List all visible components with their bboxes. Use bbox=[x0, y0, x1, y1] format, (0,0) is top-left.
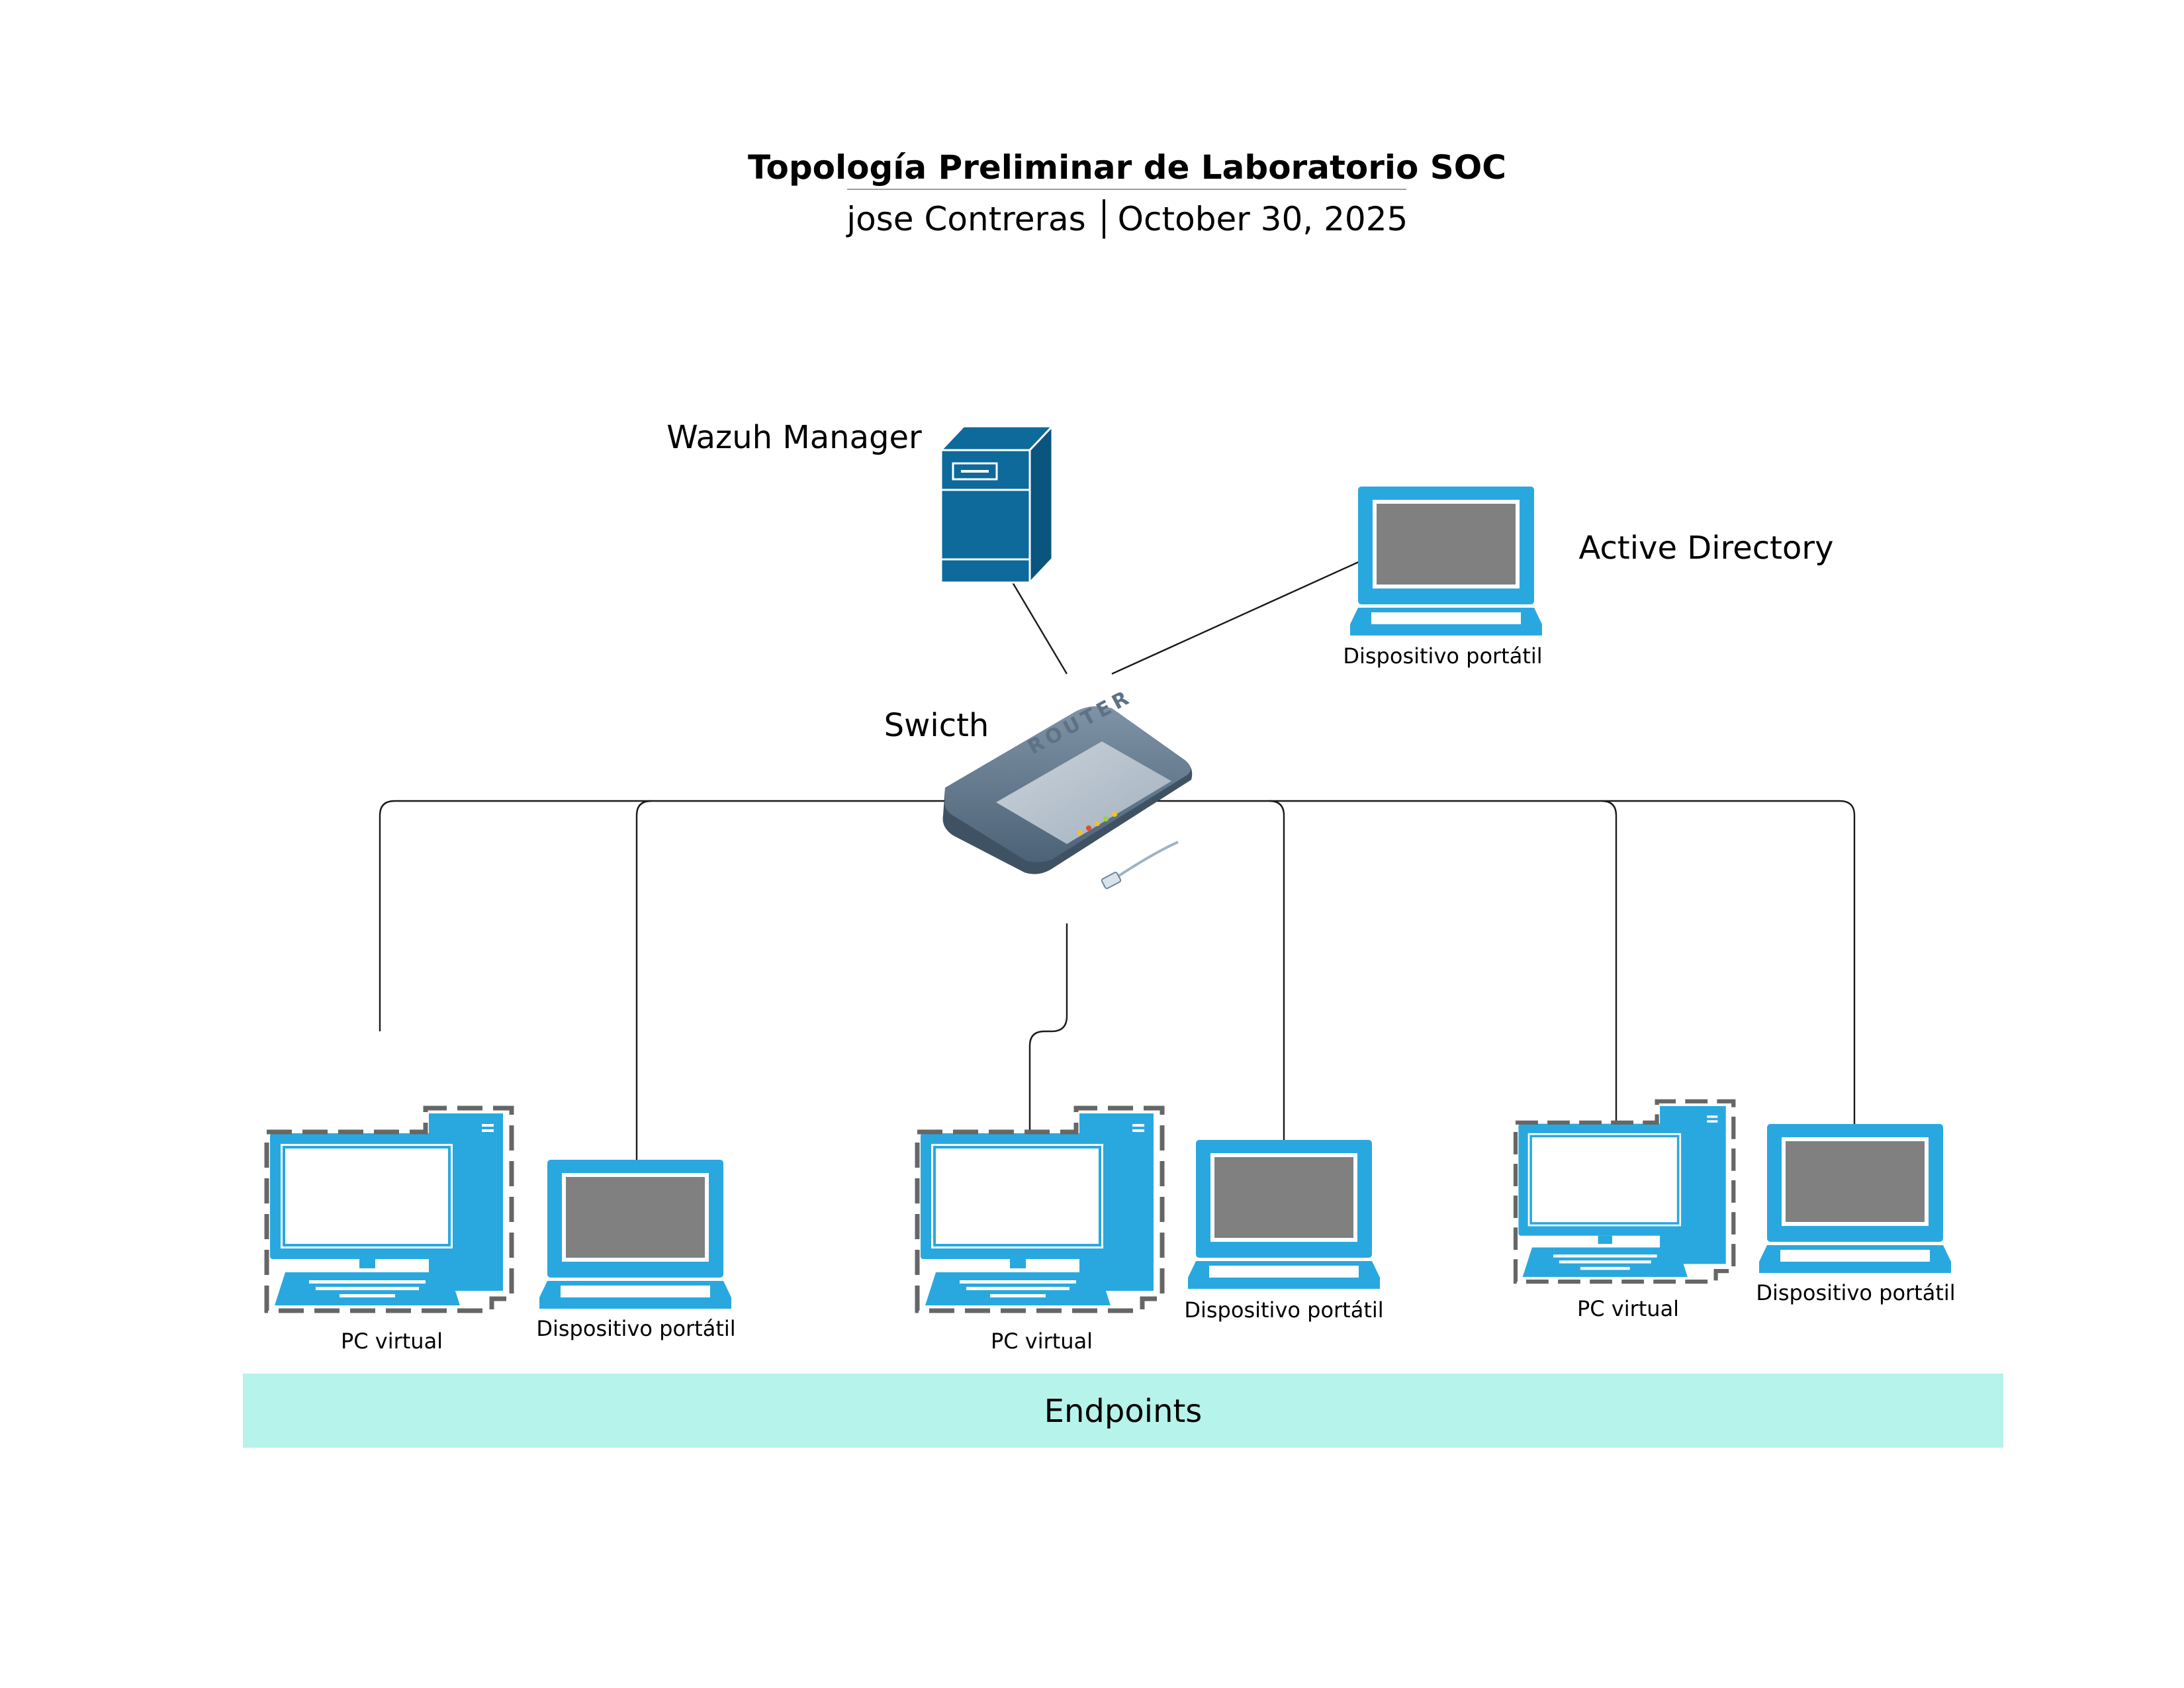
header-separator: │ bbox=[1094, 199, 1114, 239]
endpoint-caption: Dispositivo portátil bbox=[536, 1316, 735, 1341]
desktop-pc-icon bbox=[267, 1108, 512, 1311]
active-directory-label: Active Directory bbox=[1579, 530, 1834, 567]
endpoint-pc-3[interactable]: PC virtual bbox=[1516, 1102, 1733, 1321]
endpoint-pc-2[interactable]: PC virtual bbox=[917, 1108, 1162, 1354]
endpoint-caption: PC virtual bbox=[341, 1329, 443, 1354]
wazuh-manager-label: Wazuh Manager bbox=[666, 419, 922, 456]
link-laptop2 bbox=[1269, 800, 1285, 1142]
switch-label: Swicth bbox=[884, 707, 989, 744]
link-laptop1 bbox=[635, 800, 652, 1162]
link-ad-switch bbox=[1111, 560, 1361, 675]
endpoint-laptop-3[interactable]: Dispositivo portátil bbox=[1756, 1124, 1956, 1305]
active-directory-caption: Dispositivo portátil bbox=[1343, 643, 1542, 669]
desktop-pc-icon bbox=[917, 1108, 1162, 1311]
endpoint-caption: PC virtual bbox=[991, 1329, 1093, 1354]
server-tower-icon bbox=[938, 424, 1055, 585]
endpoint-caption: Dispositivo portátil bbox=[1184, 1297, 1383, 1323]
endpoint-laptop-1[interactable]: Dispositivo portátil bbox=[536, 1160, 736, 1341]
endpoint-pc-1[interactable]: PC virtual bbox=[267, 1108, 512, 1354]
endpoints-band-background bbox=[243, 1374, 2003, 1448]
wazuh-manager-node[interactable]: Wazuh Manager bbox=[666, 419, 1055, 585]
endpoints-band: Endpoints bbox=[243, 1374, 2003, 1448]
link-pc3 bbox=[1601, 800, 1617, 1127]
laptop-icon bbox=[539, 1160, 731, 1309]
link-bus-outer bbox=[379, 800, 1856, 1129]
switch-node[interactable]: Swicth ROUTER bbox=[884, 685, 1193, 890]
connections bbox=[379, 560, 1856, 1162]
link-wazuh-switch bbox=[1011, 582, 1068, 675]
desktop-pc-icon bbox=[1516, 1102, 1733, 1282]
endpoints-band-label: Endpoints bbox=[1044, 1393, 1203, 1430]
endpoint-caption: Dispositivo portátil bbox=[1756, 1280, 1955, 1305]
diagram-date: October 30, 2025 bbox=[1118, 200, 1408, 238]
author-name: jose Contreras bbox=[846, 200, 1085, 238]
link-pc2 bbox=[1028, 923, 1068, 1137]
endpoint-laptop-2[interactable]: Dispositivo portátil bbox=[1184, 1140, 1384, 1323]
laptop-icon bbox=[1759, 1124, 1951, 1273]
active-directory-node[interactable]: Dispositivo portátil Active Directory bbox=[1343, 487, 1833, 669]
endpoint-caption: PC virtual bbox=[1577, 1296, 1679, 1321]
laptop-icon bbox=[1350, 487, 1542, 635]
diagram-title: Topología Preliminar de Laboratorio SOC bbox=[748, 148, 1506, 187]
laptop-icon bbox=[1188, 1140, 1380, 1289]
